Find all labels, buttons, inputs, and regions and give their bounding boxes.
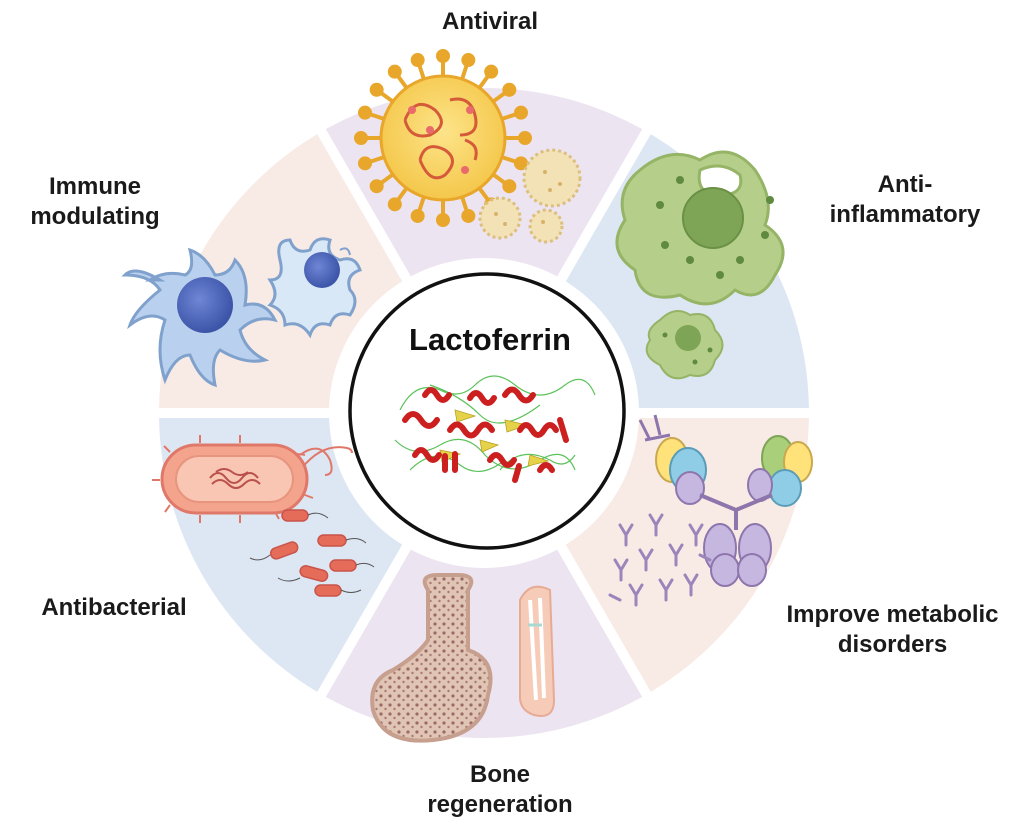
activated-dendritic-cell-icon — [267, 237, 362, 339]
virus-spike-tip — [358, 105, 373, 120]
virus-spike-tip — [436, 49, 450, 63]
label-anti-inflammatory-line-2: inflammatory — [829, 201, 981, 228]
label-antiviral-line-1: Antiviral — [441, 8, 539, 35]
virus-spike-tip — [410, 53, 425, 68]
bacterium-icon — [152, 435, 353, 523]
virus-spike-tip — [410, 208, 425, 223]
virus-spike-tip — [461, 208, 476, 223]
antibody-icon — [638, 414, 813, 587]
lactoferrin-protein-icon — [394, 375, 596, 483]
virus-spike-tip — [369, 179, 384, 194]
virus-spike-tip — [436, 213, 450, 227]
femur-bone-icon — [370, 573, 493, 743]
leg-bone-icon — [518, 585, 556, 717]
label-metabolic-line-2: disorders — [837, 631, 948, 658]
virus-spike-tip — [369, 82, 384, 97]
virus-spike-tip — [518, 131, 532, 145]
virus-spike-tip — [358, 156, 373, 171]
virus-spike-tip — [513, 105, 528, 120]
virus-particles-icon — [478, 148, 582, 244]
label-bone-regeneration: Bone regeneration — [400, 760, 600, 820]
macrophage-icon — [615, 150, 785, 306]
label-immune-line-2: modulating — [30, 203, 160, 230]
virus-spike-tip — [461, 53, 476, 68]
virus-spike-tip — [502, 82, 517, 97]
label-bone-line-2: regeneration — [427, 791, 573, 818]
label-antibacterial-line-1: Antibacterial — [41, 594, 187, 621]
small-macrophage-icon — [645, 310, 724, 380]
label-immune-line-1: Immune — [48, 173, 141, 200]
center-circle — [348, 272, 626, 550]
virus-spike-tip — [354, 131, 368, 145]
bacteria-rods-icon — [249, 509, 375, 597]
virus-spike-tip — [513, 156, 528, 171]
label-anti-inflammatory: Anti- inflammatory — [810, 170, 1000, 230]
center-title: Lactoferrin — [409, 322, 571, 357]
virus-spike-tip — [484, 64, 499, 79]
small-antibodies-icon — [608, 513, 712, 607]
dendritic-cell-icon — [121, 247, 278, 388]
virus-spike-tip — [502, 179, 517, 194]
virus-spike-tip — [387, 197, 402, 212]
label-immune-modulating: Immune modulating — [10, 172, 180, 232]
label-anti-inflammatory-line-1: Anti- — [877, 171, 933, 198]
label-antibacterial: Antibacterial — [14, 594, 214, 622]
virus-spike-tip — [387, 64, 402, 79]
virus-icon — [354, 49, 532, 227]
label-bone-line-1: Bone — [470, 761, 530, 788]
label-improve-metabolic-disorders: Improve metabolic disorders — [770, 600, 1015, 660]
label-antiviral: Antiviral — [390, 8, 590, 36]
label-metabolic-line-1: Improve metabolic — [786, 601, 999, 628]
